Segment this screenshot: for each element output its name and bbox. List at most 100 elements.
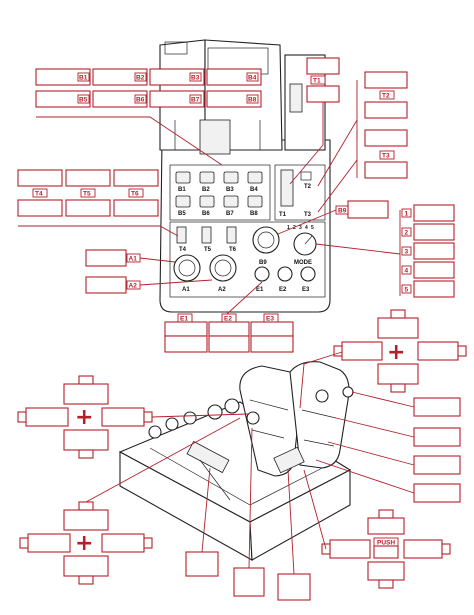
top-view-t1-slot <box>289 83 303 113</box>
callout-box-a2 <box>85 276 127 294</box>
top-view-button-group <box>175 171 263 208</box>
device-label-b8: B8 <box>250 211 258 217</box>
top-view-button-b6 <box>199 195 215 208</box>
callout-box-e1-b <box>164 335 208 353</box>
axis-knob-a1 <box>173 254 201 282</box>
tag-a1: A1 <box>129 256 138 263</box>
hat-callout-bottom-right: PUSH <box>321 509 451 589</box>
tag-box-b1 <box>77 72 90 82</box>
top-view-throttle-panel <box>274 164 326 221</box>
tag-box-b8 <box>246 94 259 104</box>
hat-bl-down-stub <box>78 575 94 585</box>
tag-t3: T3 <box>382 153 390 160</box>
device-label-e3: E3 <box>302 287 310 293</box>
top-view-axes <box>173 254 237 282</box>
hat-tr-down <box>377 363 419 385</box>
callout-box-t2-b <box>364 101 408 119</box>
callout-box-t5-a <box>65 169 111 187</box>
perspective-knob-4 <box>207 404 223 420</box>
tag-b5: B5 <box>79 97 88 104</box>
top-view-mode-dial <box>252 226 317 256</box>
push-label: PUSH <box>377 540 395 547</box>
hat-bl-plus: + <box>75 531 93 556</box>
mode-callout-box-1 <box>413 204 455 222</box>
mode-position-1: 1 <box>287 225 290 231</box>
mode-tag-5: 5 <box>405 287 409 294</box>
tag-box-b3 <box>189 72 202 82</box>
hat-callout-top-right: + <box>333 309 467 393</box>
top-view-button-b5 <box>175 195 191 208</box>
leader-bottom-2 <box>248 427 253 569</box>
perspective-slider <box>186 440 230 474</box>
hat-tr-right <box>417 341 459 361</box>
top-view-t1-lever <box>280 169 294 207</box>
hat-br-down <box>367 561 405 581</box>
b9-button-circle <box>252 226 280 254</box>
callout-box-t5-b <box>65 199 111 217</box>
tag-b7: B7 <box>191 97 200 104</box>
hat-bl-left-stub <box>19 537 29 549</box>
perspective-grip-left-hat <box>246 411 260 425</box>
hat-br-right-stub <box>441 543 451 555</box>
callout-box-t4-b <box>17 199 63 217</box>
tag-b2: B2 <box>136 75 145 82</box>
hat-tr-down-stub <box>390 383 406 393</box>
axis-knob-a2-inner <box>214 259 232 277</box>
callout-box-t1 <box>306 57 340 75</box>
perspective-slider-track <box>199 459 231 501</box>
callout-box-b9 <box>347 200 389 219</box>
callout-bottom-2 <box>233 567 265 597</box>
perspective-knob-1 <box>148 425 162 439</box>
mode-tag-box-2 <box>401 227 412 237</box>
perspective-base-side <box>249 469 351 561</box>
mode-tag-3: 3 <box>405 249 409 256</box>
toggle-switch-t4 <box>176 226 187 244</box>
device-label-b6: B6 <box>202 211 210 217</box>
tag-b1: B1 <box>79 75 88 82</box>
top-view-encoders <box>254 266 316 282</box>
leader-t3 <box>317 159 358 213</box>
device-label-t2: T2 <box>304 184 312 190</box>
top-view-t1-cap <box>300 171 312 181</box>
leader-hat-br <box>303 469 327 550</box>
callout-box-e2-a <box>208 321 250 337</box>
hat-l-up <box>63 383 109 405</box>
callout-bottom-3 <box>277 573 311 601</box>
tag-box-t6 <box>128 188 144 198</box>
callout-box-b6 <box>92 90 148 108</box>
encoder-knob-e3 <box>300 266 316 282</box>
mode-tag-4: 4 <box>405 268 409 275</box>
hat-callout-left: + <box>17 375 153 459</box>
leader-hat-tr <box>299 351 343 409</box>
top-view-grip-rail <box>174 120 261 150</box>
hat-l-left <box>25 407 69 427</box>
callout-box-t2-a <box>364 71 408 89</box>
device-label-b2: B2 <box>202 187 210 193</box>
b9-button-inner <box>257 231 275 249</box>
hat-l-up-stub <box>78 375 94 385</box>
axis-knob-a1-inner <box>178 259 196 277</box>
leader-a1 <box>139 257 176 263</box>
hat-br-right <box>403 539 443 559</box>
device-label-t6: T6 <box>229 247 237 253</box>
hat-tr-right-stub <box>457 345 467 357</box>
callout-box-b2 <box>92 68 148 86</box>
leader-bottom-3 <box>287 469 295 575</box>
leader-a2 <box>139 279 213 286</box>
device-label-b4: B4 <box>250 187 258 193</box>
hat-bl-right <box>101 533 145 553</box>
callout-box-t6-b <box>113 199 159 217</box>
toggle-switch-t5 <box>201 226 212 244</box>
device-label-b1: B1 <box>178 187 186 193</box>
callout-tags-b: B1 B2 B3 B4 B5 B6 B7 B8 <box>77 72 259 104</box>
axis-knob-a2 <box>209 254 237 282</box>
device-label-t3: T3 <box>304 212 312 218</box>
mode-dial-pointer <box>304 235 313 245</box>
callout-box-e3-b <box>250 335 294 353</box>
hat-bl-left <box>27 533 71 553</box>
mode-tag-box-3 <box>401 246 412 256</box>
callout-box-t3-a <box>364 129 408 147</box>
tag-b6: B6 <box>136 97 145 104</box>
top-view-button-panel <box>169 164 271 221</box>
